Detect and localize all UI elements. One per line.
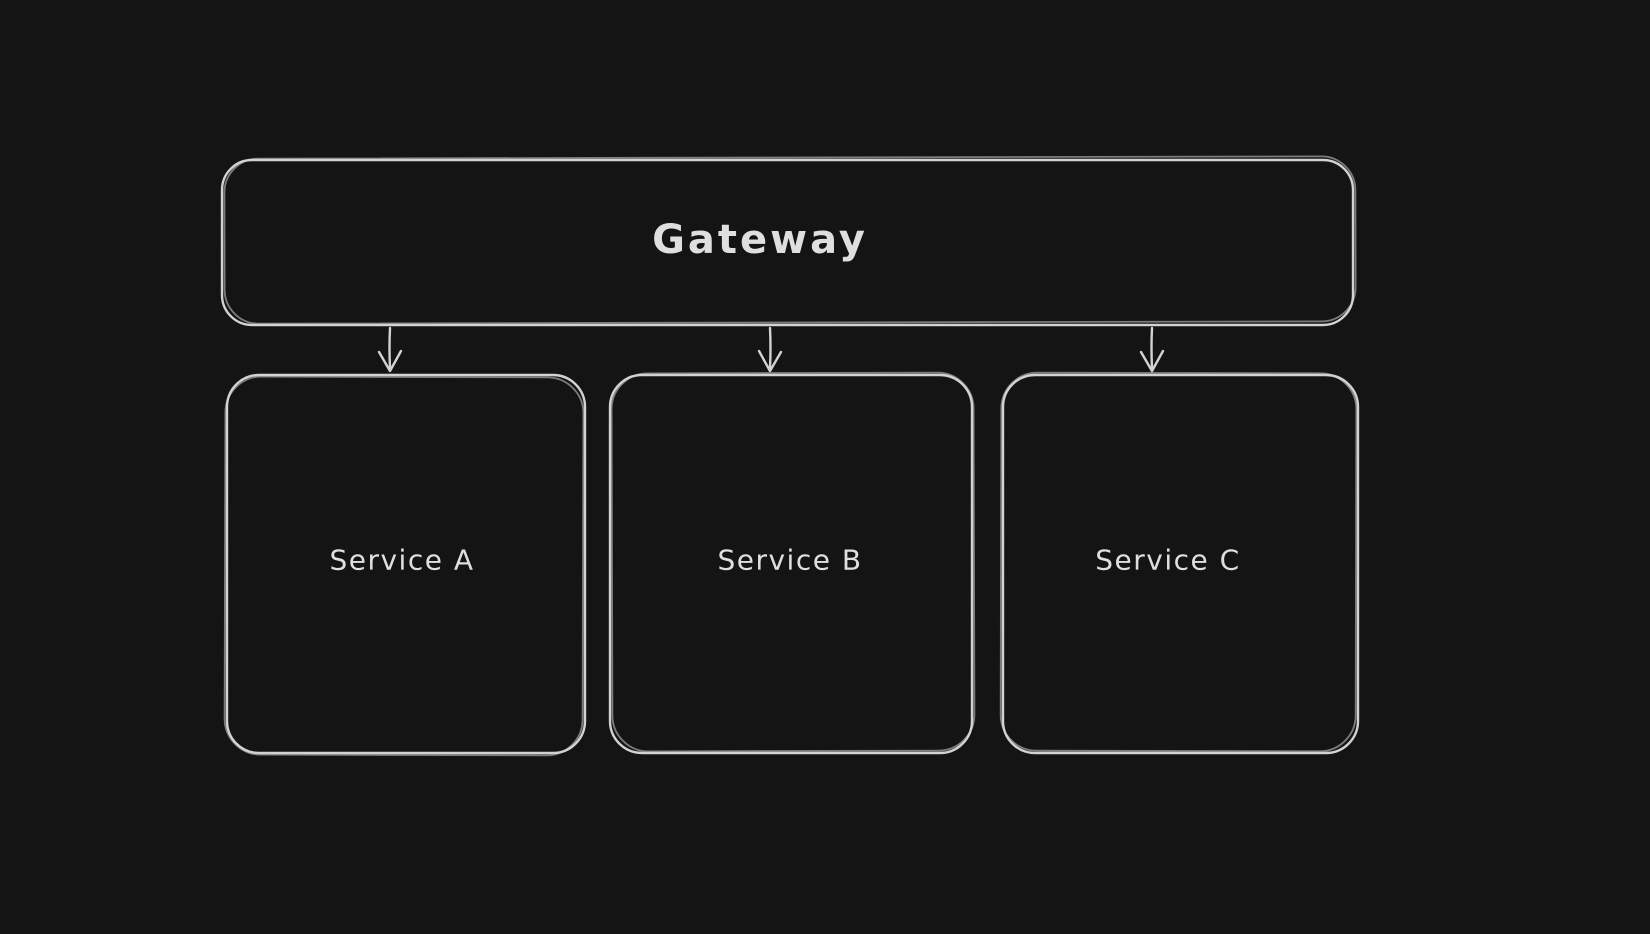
service-a-label: Service A <box>329 544 474 577</box>
service-b-box-outline <box>608 373 974 755</box>
edge-gateway-to-service-b[interactable] <box>757 326 783 373</box>
arrow-shaft <box>388 326 392 370</box>
gateway-box-outline-sketch-pass <box>223 155 1357 325</box>
arrow-shaft <box>768 326 772 370</box>
service-b-label: Service B <box>717 544 862 577</box>
service-a-box-outline-sketch-pass <box>223 375 585 757</box>
arrow-head-icon <box>377 349 403 373</box>
service-c-label: Service C <box>1095 544 1240 577</box>
arrow-shaft <box>1150 326 1154 370</box>
service-c-box-outline <box>1001 373 1360 755</box>
node-gateway[interactable]: Gateway <box>220 155 1357 327</box>
service-c-box-outline-sketch-pass <box>999 371 1358 753</box>
service-b-box-outline-sketch-pass <box>610 371 976 753</box>
arrow-head-icon <box>757 349 783 373</box>
gateway-box-outline <box>220 158 1355 327</box>
node-service-c[interactable]: Service C <box>999 371 1360 755</box>
node-service-b[interactable]: Service B <box>608 371 976 755</box>
edge-gateway-to-service-a[interactable] <box>377 326 403 373</box>
node-service-a[interactable]: Service A <box>223 373 587 757</box>
edge-gateway-to-service-c[interactable] <box>1139 326 1165 373</box>
arrow-head-icon <box>1139 349 1165 373</box>
gateway-label: Gateway <box>652 217 868 263</box>
service-a-box-outline <box>225 373 587 755</box>
